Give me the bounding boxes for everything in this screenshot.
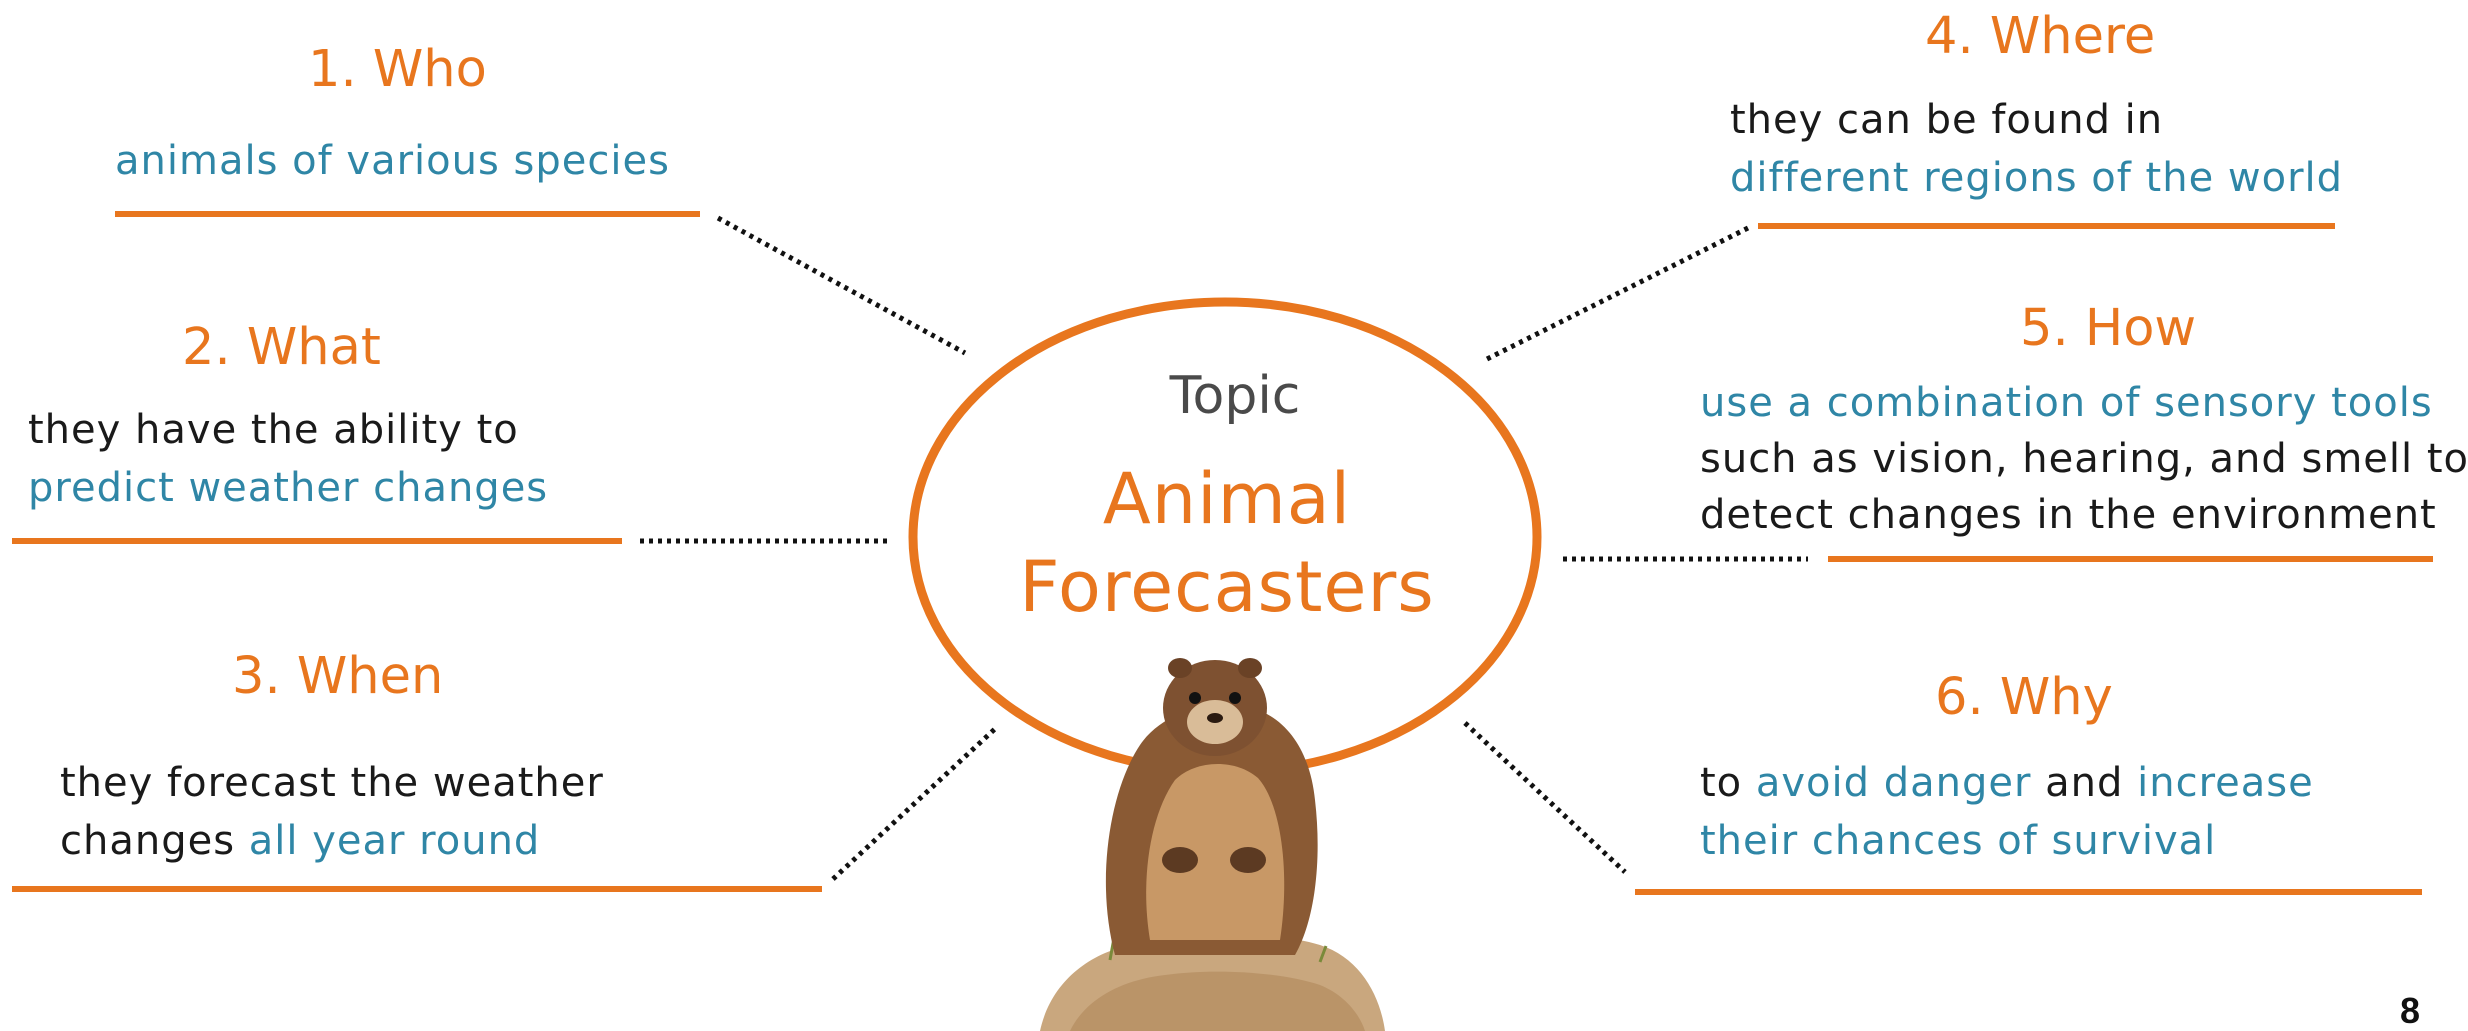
where-line2: different regions of the world [1730,155,2344,201]
when-line2-blue: all year round [248,818,541,864]
how-line2: such as vision, hearing, and smell to [1700,436,2468,482]
what-line2: predict weather changes [28,465,549,511]
how-heading: 5. How [2020,299,2197,358]
how-text: use a combination of sensory tools such … [1700,375,2468,543]
page-number: 8 [2400,990,2421,1031]
why-line2: their chances of survival [1700,818,2217,864]
when-connector [831,725,999,881]
who-text: animals of various species [115,132,670,190]
how-line1: use a combination of sensory tools [1700,380,2433,426]
what-line1: they have the ability to [28,407,519,453]
why-line1-a: to [1700,760,1756,806]
why-line1-b: avoid danger [1755,760,2032,806]
why-line1-c: and [2031,760,2138,806]
where-heading: 4. Where [1925,7,2156,66]
groundhog-right-eye [1229,692,1241,704]
why-line1-d: increase [2137,760,2314,806]
what-text: they have the ability to predict weather… [28,401,548,517]
when-line2: changes all year round [60,812,604,870]
why-line1: to avoid danger and increase [1700,754,2314,812]
why-connector [1463,721,1627,874]
why-text: to avoid danger and increase their chanc… [1700,754,2314,870]
when-text: they forecast the weather changes all ye… [60,754,604,870]
topic-label-text: Topic [1169,366,1301,426]
why-heading: 6. Why [1935,668,2113,727]
how-line3: detect changes in the environment [1700,492,2437,538]
where-text: they can be found in different regions o… [1730,91,2343,207]
groundhog-left-eye [1189,692,1201,704]
where-line1: they can be found in [1730,97,2164,143]
topic-title-line2: Forecasters [1019,546,1435,628]
who-heading: 1. Who [308,40,487,99]
who-connector [716,215,967,356]
when-line2-black: changes [60,818,249,864]
what-heading: 2. What [182,318,381,377]
topic-title-line1: Animal [1102,458,1352,540]
when-line1: they forecast the weather [60,760,604,806]
where-connector [1483,225,1750,363]
who-text-blue: animals of various species [115,138,670,184]
when-heading: 3. When [232,647,444,706]
groundhog-illustration [1040,658,1385,1031]
